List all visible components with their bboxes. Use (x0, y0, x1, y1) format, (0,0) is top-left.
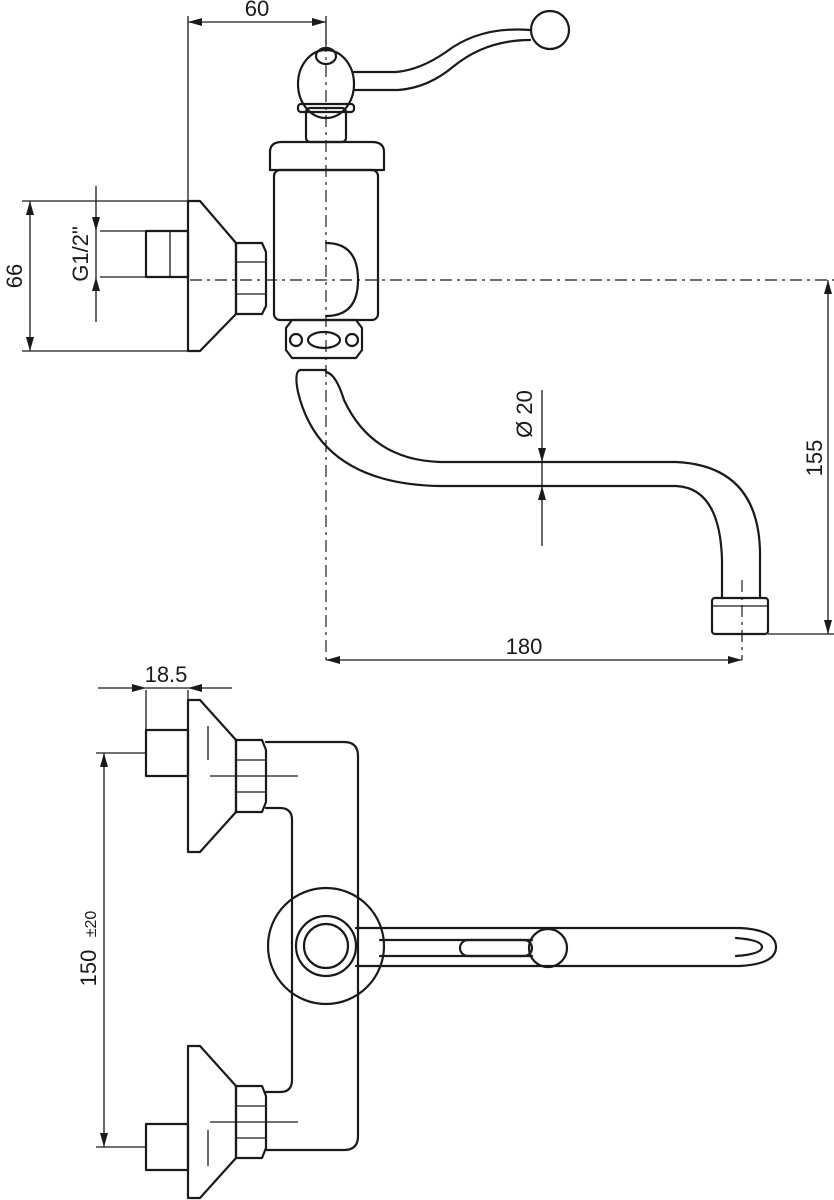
dim-diameter-label: Ø 20 (512, 390, 537, 438)
side-view: 60 66 G1/2" Ø 20 155 180 (2, 0, 834, 664)
lever-top (378, 938, 534, 958)
dim-180-label: 180 (506, 634, 543, 659)
lever-handle (352, 28, 532, 92)
lower-nut (234, 1084, 268, 1160)
inlet-pipe (144, 229, 190, 279)
dim-66-label: 66 (2, 264, 27, 288)
dim-155-label: 155 (802, 440, 827, 477)
dim-18-5-label: 18.5 (145, 662, 188, 687)
top-view: 18.5 150 ±20 (76, 662, 778, 1200)
dim-thread-label: G1/2" (68, 226, 93, 282)
wall-escutcheon (186, 199, 238, 353)
valve-rosette (266, 886, 386, 1006)
aerator (710, 596, 770, 636)
body-cap (268, 140, 386, 172)
dim-60-label: 60 (245, 0, 269, 21)
valve-ring (294, 914, 358, 978)
upper-nut (234, 738, 268, 814)
lever-ball (529, 9, 571, 51)
lower-inlet (144, 1122, 190, 1172)
spout-tube (295, 368, 762, 600)
lever-ball-top (527, 927, 569, 969)
hex-nut (234, 241, 268, 316)
spout-nut (284, 318, 364, 360)
upper-inlet (144, 728, 190, 778)
dim-tolerance-label: ±20 (83, 911, 100, 938)
mixer-body-outline (264, 740, 360, 1152)
dim-150-label: 150 (76, 950, 101, 987)
